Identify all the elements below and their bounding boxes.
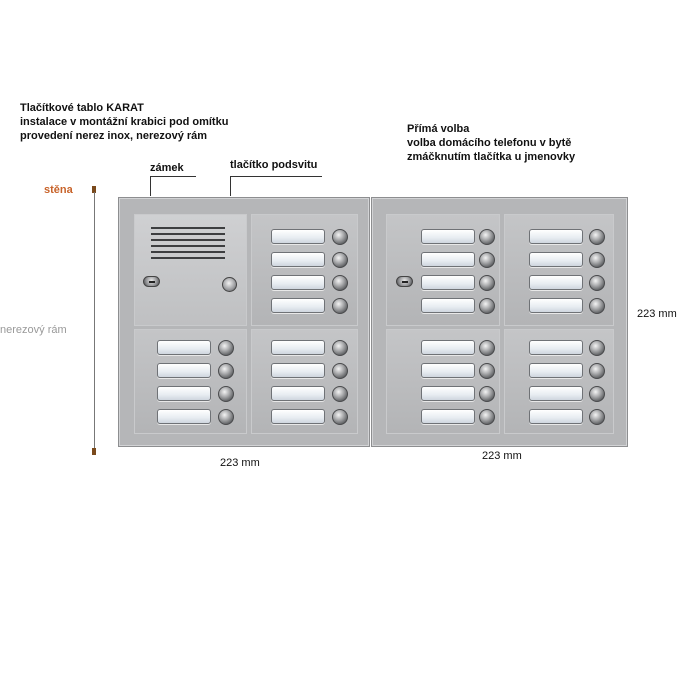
name-plate bbox=[421, 340, 475, 355]
name-plate bbox=[421, 363, 475, 378]
button-module-right-bl bbox=[386, 329, 500, 434]
speaker-grille-line bbox=[151, 251, 225, 253]
lock-icon[interactable] bbox=[143, 276, 160, 287]
speaker-grille-line bbox=[151, 245, 225, 247]
name-plate bbox=[157, 340, 211, 355]
wall-bottom-mark bbox=[92, 448, 96, 455]
direct-dial-line-3: zmáčknutím tlačítka u jmenovky bbox=[407, 151, 576, 163]
button-module-left-tr bbox=[251, 214, 358, 326]
speaker-grille-line bbox=[151, 239, 225, 241]
frame-label: nerezový rám bbox=[0, 324, 67, 336]
name-plate bbox=[421, 386, 475, 401]
name-plate bbox=[271, 363, 325, 378]
backlight-callout-line-v bbox=[230, 176, 231, 196]
call-button[interactable] bbox=[218, 409, 234, 425]
speaker-grille-line bbox=[151, 257, 225, 259]
call-button[interactable] bbox=[479, 275, 495, 291]
name-plate bbox=[421, 229, 475, 244]
call-button[interactable] bbox=[589, 298, 605, 314]
name-plate bbox=[271, 409, 325, 424]
name-plate bbox=[271, 252, 325, 267]
speaker-module bbox=[134, 214, 247, 326]
name-plate bbox=[271, 386, 325, 401]
lock-icon[interactable] bbox=[396, 276, 413, 287]
button-module-left-br bbox=[251, 329, 358, 434]
name-plate bbox=[271, 298, 325, 313]
button-module-right-tr bbox=[504, 214, 614, 326]
name-plate bbox=[529, 229, 583, 244]
button-module-right-tl bbox=[386, 214, 500, 326]
title-line-2: instalace v montážní krabici pod omítku bbox=[20, 116, 229, 128]
call-button[interactable] bbox=[218, 340, 234, 356]
call-button[interactable] bbox=[332, 340, 348, 356]
button-module-left-bl bbox=[134, 329, 247, 434]
name-plate bbox=[529, 275, 583, 290]
call-button[interactable] bbox=[589, 340, 605, 356]
button-module-right-br bbox=[504, 329, 614, 434]
call-button[interactable] bbox=[589, 363, 605, 379]
wall-line bbox=[94, 192, 95, 451]
call-button[interactable] bbox=[589, 229, 605, 245]
width-dimension-left: 223 mm bbox=[220, 457, 260, 469]
left-panel bbox=[118, 197, 370, 447]
call-button[interactable] bbox=[332, 298, 348, 314]
title-line-3: provedení nerez inox, nerezový rám bbox=[20, 130, 208, 142]
call-button[interactable] bbox=[479, 298, 495, 314]
name-plate bbox=[271, 229, 325, 244]
call-button[interactable] bbox=[332, 363, 348, 379]
right-panel bbox=[371, 197, 628, 447]
call-button[interactable] bbox=[479, 409, 495, 425]
direct-dial-line-1: Přímá volba bbox=[407, 123, 470, 135]
call-button[interactable] bbox=[332, 275, 348, 291]
call-button[interactable] bbox=[332, 409, 348, 425]
lock-callout-line-h bbox=[150, 176, 196, 177]
name-plate bbox=[529, 409, 583, 424]
call-button[interactable] bbox=[479, 363, 495, 379]
call-button[interactable] bbox=[218, 363, 234, 379]
call-button[interactable] bbox=[589, 252, 605, 268]
name-plate bbox=[529, 298, 583, 313]
height-dimension: 223 mm bbox=[637, 308, 677, 320]
name-plate bbox=[421, 409, 475, 424]
name-plate bbox=[529, 252, 583, 267]
call-button[interactable] bbox=[332, 229, 348, 245]
name-plate bbox=[421, 298, 475, 313]
call-button[interactable] bbox=[479, 340, 495, 356]
name-plate bbox=[421, 252, 475, 267]
call-button[interactable] bbox=[589, 409, 605, 425]
wall-top-mark bbox=[92, 186, 96, 193]
name-plate bbox=[157, 386, 211, 401]
name-plate bbox=[529, 363, 583, 378]
speaker-grille-line bbox=[151, 233, 225, 235]
call-button[interactable] bbox=[479, 386, 495, 402]
direct-dial-line-2: volba domácího telefonu v bytě bbox=[407, 137, 572, 149]
name-plate bbox=[529, 386, 583, 401]
call-button[interactable] bbox=[332, 252, 348, 268]
backlight-callout-label: tlačítko podsvitu bbox=[230, 159, 318, 171]
name-plate bbox=[271, 275, 325, 290]
name-plate bbox=[529, 340, 583, 355]
lock-callout-label: zámek bbox=[150, 162, 184, 174]
width-dimension-right: 223 mm bbox=[482, 450, 522, 462]
wall-label: stěna bbox=[44, 184, 73, 196]
name-plate bbox=[271, 340, 325, 355]
backlight-callout-line-h bbox=[230, 176, 322, 177]
backlight-button[interactable] bbox=[222, 277, 237, 292]
call-button[interactable] bbox=[589, 275, 605, 291]
title-line-1: Tlačítkové tablo KARAT bbox=[20, 102, 144, 114]
call-button[interactable] bbox=[479, 229, 495, 245]
call-button[interactable] bbox=[332, 386, 348, 402]
call-button[interactable] bbox=[589, 386, 605, 402]
call-button[interactable] bbox=[479, 252, 495, 268]
name-plate bbox=[157, 363, 211, 378]
speaker-grille-line bbox=[151, 227, 225, 229]
call-button[interactable] bbox=[218, 386, 234, 402]
lock-callout-line-v bbox=[150, 176, 151, 196]
name-plate bbox=[157, 409, 211, 424]
name-plate bbox=[421, 275, 475, 290]
